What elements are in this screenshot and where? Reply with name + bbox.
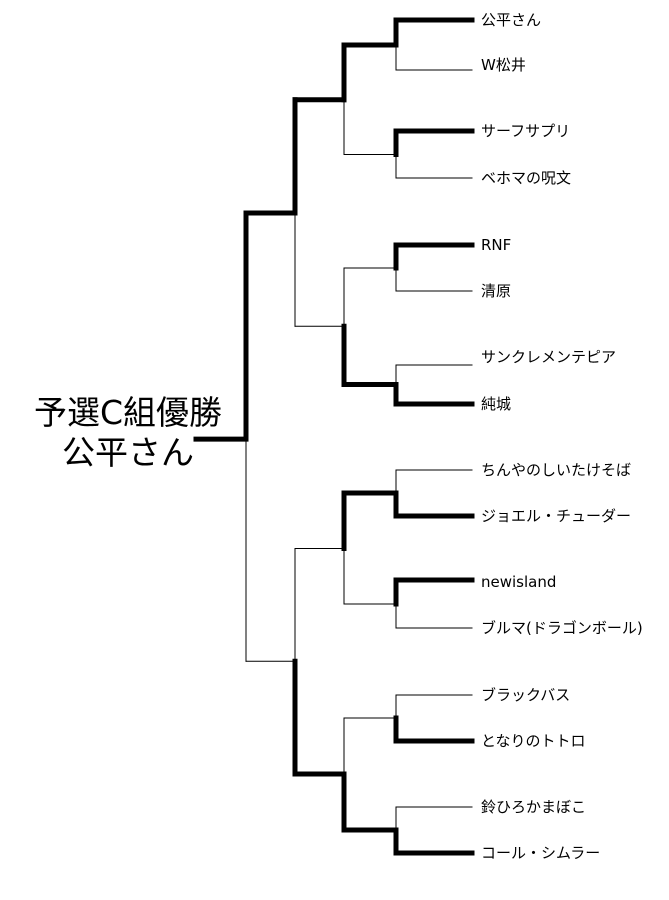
entrant-label: ジョエル・チューダー — [481, 507, 632, 525]
entrant-label: ブラックバス — [481, 686, 571, 704]
champion-block: 予選C組優勝 公平さん — [8, 393, 248, 473]
entrant-label: サンクレメンテピア — [481, 348, 617, 366]
entrant-label: ブルマ(ドラゴンボール) — [481, 619, 643, 637]
entrant-label: W松井 — [481, 56, 526, 74]
entrant-label: ベホマの呪文 — [481, 169, 572, 187]
entrant-label: サーフサプリ — [481, 122, 571, 140]
entrant-label: 鈴ひろかまぼこ — [481, 798, 587, 816]
entrant-label: 清原 — [481, 282, 512, 300]
entrant-label: となりのトトロ — [481, 732, 586, 750]
entrant-label: RNF — [481, 236, 512, 254]
entrant-label: newisland — [481, 573, 557, 591]
champion-title: 予選C組優勝 — [33, 393, 223, 432]
champion-name: 公平さん — [62, 433, 194, 472]
entrant-label: 純城 — [481, 395, 512, 413]
entrant-label: ちんやのしいたけそば — [481, 461, 632, 479]
entrant-label: コール・シムラー — [481, 844, 601, 862]
entrant-label: 公平さん — [481, 11, 542, 29]
